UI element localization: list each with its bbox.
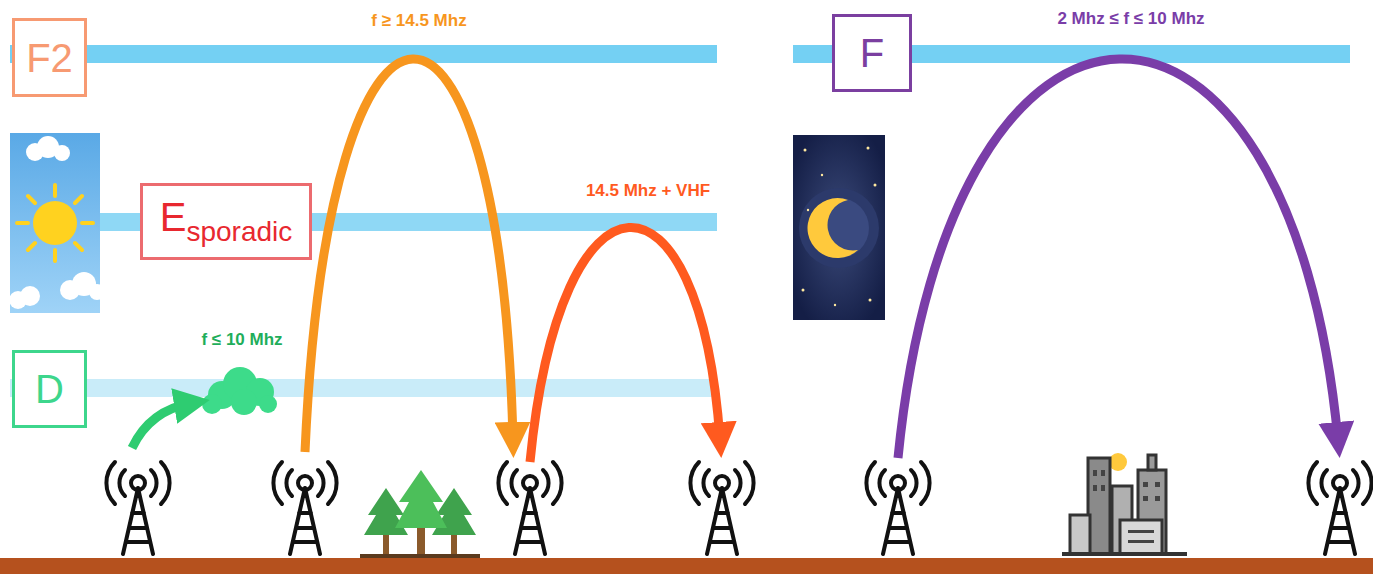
frequency-label: f ≥ 14.5 Mhz bbox=[371, 11, 466, 31]
layer-label-box: Esporadic bbox=[140, 183, 312, 260]
sun-picture bbox=[9, 133, 105, 313]
layer-name: F bbox=[860, 31, 884, 75]
layer-label-box: F2 bbox=[12, 18, 87, 97]
f2-skywave bbox=[305, 59, 513, 452]
absorbed-wave bbox=[132, 403, 192, 448]
layer-subscript: sporadic bbox=[186, 216, 292, 247]
es-skywave bbox=[530, 227, 720, 462]
layer-label: Esporadic bbox=[160, 197, 293, 246]
radio-towers bbox=[106, 462, 1371, 554]
ground bbox=[0, 558, 1373, 574]
layer-label-box: D bbox=[12, 350, 87, 428]
absorption-cloud bbox=[202, 367, 277, 415]
trees bbox=[360, 470, 480, 558]
frequency-label: f ≤ 10 Mhz bbox=[201, 330, 282, 350]
layer-name: D bbox=[35, 367, 64, 411]
moon-picture bbox=[793, 135, 885, 320]
layer-name: F2 bbox=[26, 36, 73, 80]
layer-label: F2 bbox=[26, 38, 73, 78]
layer-label: D bbox=[35, 369, 64, 409]
f2-band bbox=[10, 45, 717, 63]
f-skywave bbox=[898, 59, 1338, 458]
d-band bbox=[10, 379, 717, 397]
frequency-label: 14.5 Mhz + VHF bbox=[586, 181, 710, 201]
city bbox=[1062, 453, 1187, 556]
layer-name: E bbox=[160, 195, 187, 239]
layer-label: F bbox=[860, 33, 884, 73]
layer-label-box: F bbox=[832, 14, 912, 92]
frequency-label: 2 Mhz ≤ f ≤ 10 Mhz bbox=[1057, 9, 1204, 29]
